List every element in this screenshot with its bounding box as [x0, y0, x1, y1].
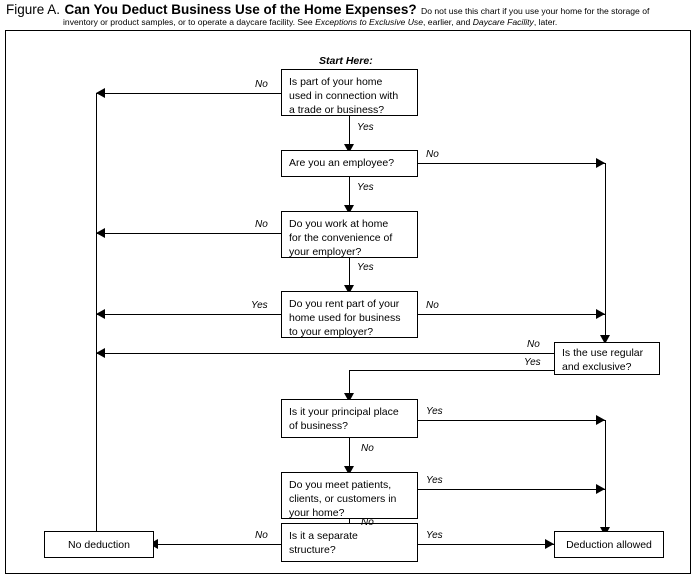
- edge-label-q5-yes: Yes: [524, 357, 541, 368]
- edge-label-q3-no: No: [255, 219, 268, 230]
- edge-q4-no: [418, 314, 605, 315]
- decision-box-convenience-of-employer-line3: your employer?: [289, 246, 362, 258]
- edge-label-q3-yes: Yes: [357, 262, 374, 273]
- right-trunk-upper-arrow: [599, 335, 610, 344]
- figure-note-line2: inventory or product samples, or to oper…: [63, 17, 557, 27]
- decision-box-regular-and-exclusive-line1: Is the use regular: [562, 347, 644, 359]
- decision-box-trade-or-business-line2: used in connection with: [289, 90, 399, 102]
- edge-q4-yes-arrow: [96, 309, 105, 319]
- decision-box-meet-patients-clients[interactable]: Do you meet patients, clients, or custom…: [281, 472, 418, 519]
- figure-label: Figure A.: [6, 2, 61, 17]
- edge-q5-yes-arrow: [343, 393, 354, 402]
- edge-q1-no: [96, 93, 281, 94]
- terminal-box-deduction-allowed-label: Deduction allowed: [566, 538, 652, 551]
- decision-box-regular-and-exclusive[interactable]: Is the use regular and exclusive?: [554, 342, 660, 375]
- decision-box-rent-to-employer-line3: to your employer?: [289, 326, 374, 338]
- edge-label-q6-no: No: [361, 443, 374, 454]
- decision-box-trade-or-business[interactable]: Is part of your home used in connection …: [281, 69, 418, 116]
- edge-q6-no: [349, 438, 350, 472]
- figure-header-line1: Figure A. Can You Deduct Business Use of…: [6, 1, 649, 19]
- edge-label-q1-yes: Yes: [357, 122, 374, 133]
- edge-q4-no-arrow: [596, 309, 605, 319]
- decision-box-rent-to-employer-line2: home used for business: [289, 312, 401, 324]
- flowchart-frame: Start Here:: [5, 30, 691, 574]
- edge-q3-no-arrow: [96, 228, 105, 238]
- edge-q4-yes: [96, 314, 281, 315]
- edge-q3-yes-arrow: [343, 285, 354, 294]
- edge-q2-no: [418, 163, 605, 164]
- edge-q7-yes: [418, 489, 605, 490]
- decision-box-trade-or-business-line1: Is part of your home: [289, 76, 383, 88]
- edge-q6-yes-arrow: [596, 415, 605, 425]
- decision-box-regular-and-exclusive-line2: and exclusive?: [562, 361, 632, 373]
- edge-label-q2-yes: Yes: [357, 182, 374, 193]
- decision-box-principal-place-of-business[interactable]: Is it your principal place of business?: [281, 399, 418, 438]
- edge-q3-no: [96, 233, 281, 234]
- edge-q8-yes: [418, 544, 554, 545]
- figure-title: Can You Deduct Business Use of the Home …: [64, 2, 417, 17]
- decision-box-meet-patients-clients-line3: your home?: [289, 507, 345, 519]
- figure-note-italic-daycare: Daycare Facility: [472, 17, 534, 27]
- edge-q7-yes-arrow: [596, 484, 605, 494]
- edge-q1-yes: [349, 116, 350, 150]
- decision-box-meet-patients-clients-line2: clients, or customers in: [289, 493, 397, 505]
- right-trunk-upper-line: [605, 163, 606, 342]
- edge-label-q6-yes: Yes: [426, 406, 443, 417]
- edge-label-q7-yes: Yes: [426, 475, 443, 486]
- decision-box-trade-or-business-line3: a trade or business?: [289, 104, 385, 116]
- edge-q5-yes-vertical: [349, 370, 350, 399]
- edge-label-q7-no: No: [361, 517, 374, 528]
- edge-q1-no-arrow: [96, 88, 105, 98]
- edge-label-q8-no: No: [255, 530, 268, 541]
- decision-box-convenience-of-employer[interactable]: Do you work at home for the convenience …: [281, 211, 418, 258]
- right-trunk-lower-line: [605, 420, 606, 531]
- edge-q2-yes: [349, 177, 350, 211]
- figure-note-line2-c: , later.: [533, 17, 558, 27]
- decision-box-rent-to-employer-line1: Do you rent part of your: [289, 298, 400, 310]
- edge-q3-yes: [349, 257, 350, 291]
- terminal-box-no-deduction[interactable]: No deduction: [44, 531, 154, 558]
- decision-box-separate-structure-line1: Is it a separate: [289, 530, 358, 542]
- edge-q5-no: [96, 353, 554, 354]
- edge-q6-no-arrow: [343, 466, 354, 475]
- edge-q5-no-arrow: [96, 348, 105, 358]
- edge-q5-yes-horizontal: [349, 370, 554, 371]
- terminal-box-deduction-allowed[interactable]: Deduction allowed: [554, 531, 664, 558]
- decision-box-convenience-of-employer-line1: Do you work at home: [289, 218, 389, 230]
- edge-q6-yes: [418, 420, 605, 421]
- edge-label-q8-yes: Yes: [426, 530, 443, 541]
- edge-q8-yes-arrow: [545, 539, 554, 549]
- figure-note-line1: Do not use this chart if you use your ho…: [421, 6, 650, 16]
- edge-label-q4-yes: Yes: [251, 300, 268, 311]
- terminal-box-no-deduction-label: No deduction: [68, 538, 130, 551]
- decision-box-are-you-employee-line1: Are you an employee?: [289, 157, 395, 169]
- edge-label-q2-no: No: [426, 149, 439, 160]
- figure-header: Figure A. Can You Deduct Business Use of…: [0, 0, 697, 30]
- decision-box-separate-structure[interactable]: Is it a separate structure?: [281, 523, 418, 562]
- figure-note-line2-b: , earlier, and: [423, 17, 473, 27]
- edge-label-q5-no: No: [527, 339, 540, 350]
- figure-note-line2-a: inventory or product samples, or to oper…: [63, 17, 316, 27]
- decision-box-principal-place-of-business-line2: of business?: [289, 420, 348, 432]
- figure-note-italic-exceptions: Exceptions to Exclusive Use: [315, 17, 424, 27]
- decision-box-convenience-of-employer-line2: for the convenience of: [289, 232, 393, 244]
- edge-label-q4-no: No: [426, 300, 439, 311]
- decision-box-separate-structure-line2: structure?: [289, 544, 336, 556]
- edge-q2-yes-arrow: [343, 205, 354, 214]
- edge-q2-no-arrow: [596, 158, 605, 168]
- decision-box-meet-patients-clients-line1: Do you meet patients,: [289, 479, 392, 491]
- start-here-label: Start Here:: [319, 55, 373, 67]
- decision-box-rent-to-employer[interactable]: Do you rent part of your home used for b…: [281, 291, 418, 338]
- edge-label-q1-no: No: [255, 79, 268, 90]
- decision-box-principal-place-of-business-line1: Is it your principal place: [289, 406, 399, 418]
- edge-q1-yes-arrow: [343, 144, 354, 153]
- decision-box-are-you-employee[interactable]: Are you an employee?: [281, 150, 418, 177]
- edge-q8-no: [154, 544, 281, 545]
